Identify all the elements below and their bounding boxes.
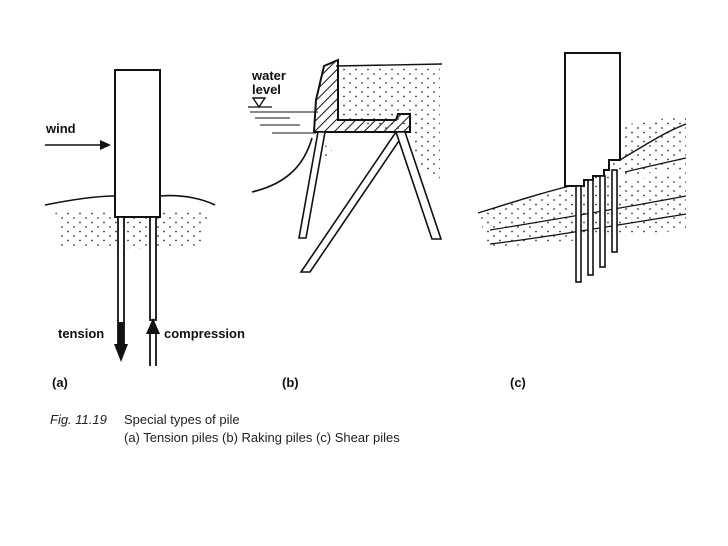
level-label: level (252, 82, 281, 97)
panel-a-tension-piles: wind tension compression (a) (44, 69, 245, 390)
figure-number: Fig. 11.19 (50, 412, 107, 427)
panel-a-letter: (a) (52, 375, 68, 390)
water-level-marker-icon (248, 97, 272, 109)
pile-right-a (149, 216, 157, 321)
tension-arrow-icon (114, 322, 128, 362)
slope-line-5 (489, 213, 687, 245)
slope-line-2 (477, 185, 571, 214)
raking-pile-3 (394, 131, 443, 240)
compression-arrow-icon (146, 318, 160, 366)
shear-pile-3 (599, 175, 606, 268)
wind-arrow-icon (45, 140, 111, 150)
panel-b-raking-piles: water level (b) (248, 58, 443, 390)
retaining-wall-b (312, 58, 411, 133)
slope-line-4 (489, 195, 687, 231)
compression-label: compression (164, 326, 245, 341)
tension-label: tension (58, 326, 104, 341)
soil-stipple-a (55, 210, 210, 249)
ground-line-a (44, 194, 216, 206)
slope-line-1 (619, 123, 687, 161)
water-surface (250, 111, 318, 134)
figure-title: Special types of pile (124, 412, 240, 427)
ground-surface-b (335, 63, 443, 67)
water-label: water (251, 68, 286, 83)
slope-line-3 (624, 157, 687, 173)
shear-pile-2 (587, 179, 594, 276)
raking-pile-1 (298, 131, 326, 239)
wind-label: wind (45, 121, 76, 136)
panel-c-letter: (c) (510, 375, 526, 390)
shear-pile-1 (575, 185, 582, 283)
figure-subtitle: (a) Tension piles (b) Raking piles (c) S… (124, 430, 400, 445)
panel-b-letter: (b) (282, 375, 299, 390)
pile-cap-a (114, 69, 161, 218)
seabed-curve (251, 137, 313, 193)
shear-pile-4 (611, 169, 618, 253)
panel-c-shear-piles: (c) (477, 52, 687, 390)
stratum-lower (480, 172, 686, 248)
